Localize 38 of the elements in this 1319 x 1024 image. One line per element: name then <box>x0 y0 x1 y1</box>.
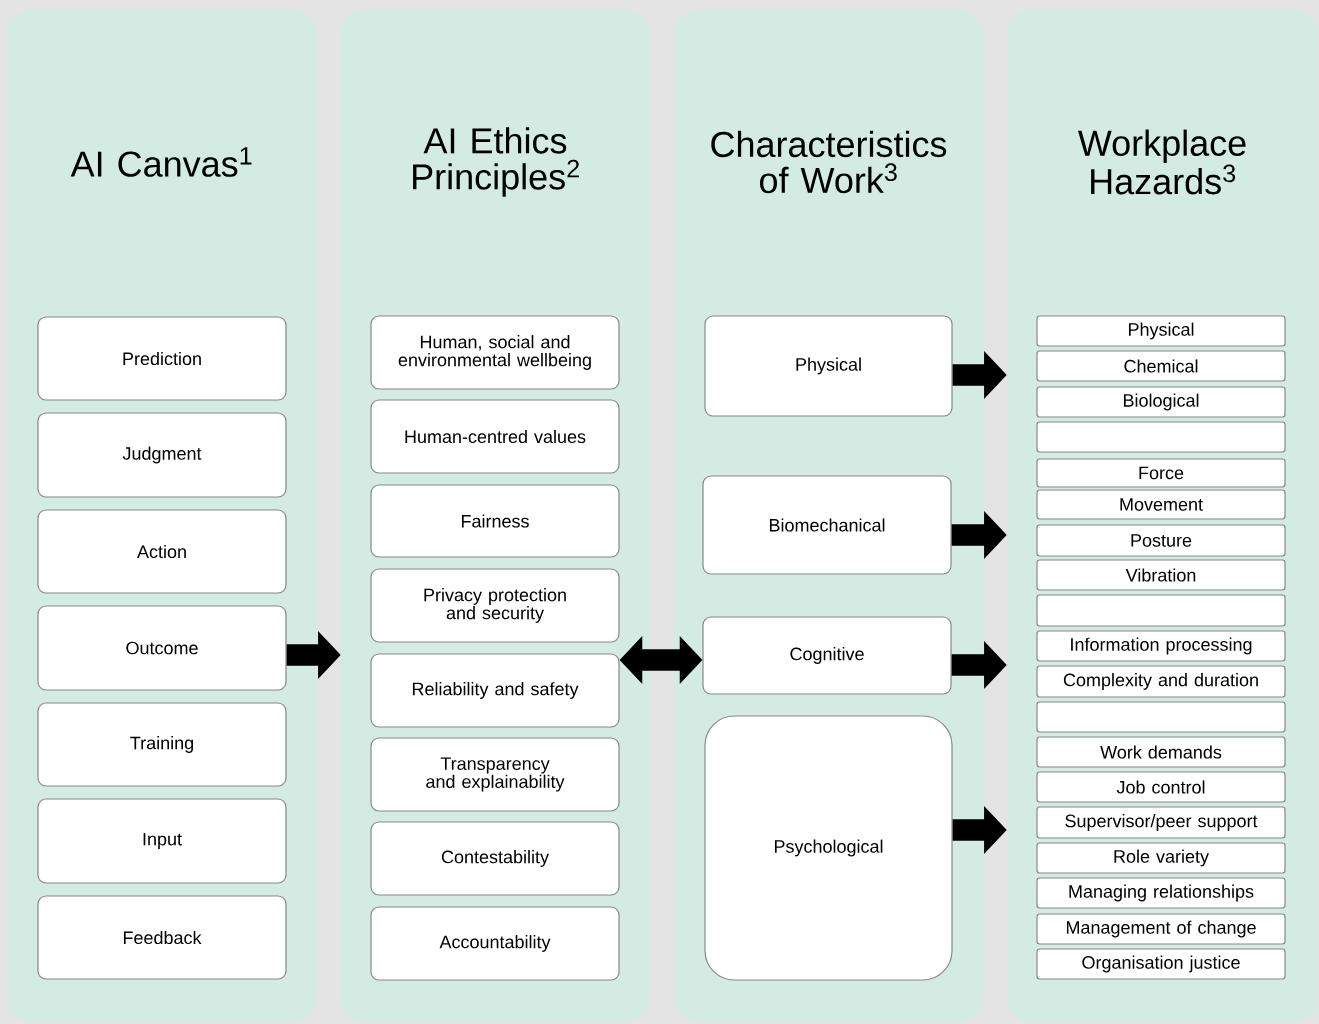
list-row: Force <box>1036 458 1286 488</box>
process-box: Action <box>37 509 287 594</box>
process-box: Human-centred values <box>370 399 620 474</box>
process-box: Psychological <box>704 715 953 981</box>
process-box: Feedback <box>37 895 287 980</box>
process-box: Reliability and safety <box>370 653 620 728</box>
list-row: Chemical <box>1036 350 1286 382</box>
list-row: Complexity and duration <box>1036 665 1286 698</box>
empty-box <box>1036 701 1286 733</box>
process-box: Biomechanical <box>702 475 952 575</box>
list-row: Managing relationships <box>1036 877 1286 909</box>
process-box: Accountability <box>370 906 620 981</box>
list-row: Information processing <box>1036 630 1286 662</box>
process-box: Physical <box>704 315 953 417</box>
list-row: Biological <box>1036 386 1286 418</box>
process-box: Human, social and environmental wellbeing <box>370 315 620 390</box>
process-box: Prediction <box>37 316 287 401</box>
process-box: Judgment <box>37 412 287 498</box>
list-row: Movement <box>1036 489 1286 520</box>
process-box: Cognitive <box>702 616 952 695</box>
empty-box <box>1036 421 1286 453</box>
list-row: Supervisor/peer support <box>1036 806 1286 839</box>
list-row: Posture <box>1036 524 1286 557</box>
process-box: Input <box>37 798 287 884</box>
list-row: Role variety <box>1036 842 1286 874</box>
list-row: Organisation justice <box>1036 948 1286 980</box>
process-box: Privacy protection and security <box>370 568 620 643</box>
list-row: Work demands <box>1036 736 1286 768</box>
list-row: Management of change <box>1036 913 1286 945</box>
list-row: Physical <box>1036 315 1286 347</box>
process-box: Contestability <box>370 821 620 896</box>
process-box: Transparency and explainability <box>370 737 620 812</box>
process-box: Outcome <box>37 605 287 691</box>
empty-box <box>1036 594 1286 627</box>
process-box: Fairness <box>370 484 620 558</box>
list-row: Vibration <box>1036 559 1286 591</box>
list-row: Job control <box>1036 771 1286 803</box>
process-box: Training <box>37 702 287 787</box>
